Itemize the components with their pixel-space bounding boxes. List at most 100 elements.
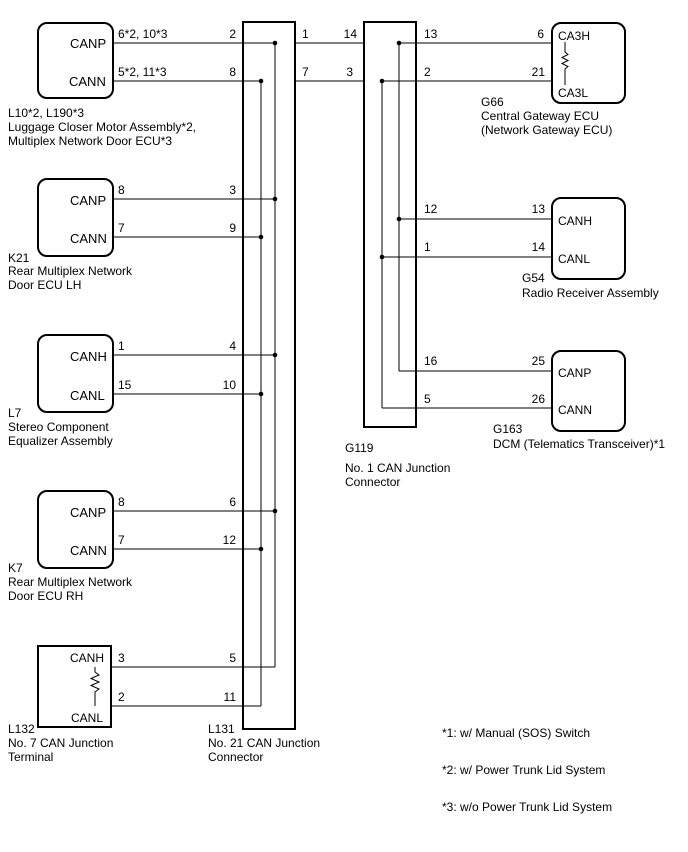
- l7-box: [37, 334, 114, 413]
- l7-pin-top-label: CANH: [70, 349, 107, 364]
- l10-pin-top-label: CANP: [70, 36, 106, 51]
- k7-wire-bottom-pin: 7: [118, 533, 125, 547]
- g119-pin: 1: [424, 240, 431, 254]
- splice-dot: [272, 196, 278, 202]
- k7-pin-bottom-label: CANN: [70, 543, 107, 558]
- splice-dot: [379, 78, 385, 84]
- l132-pin-top-label: CANH: [70, 651, 104, 665]
- footnote: *3: w/o Power Trunk Lid System: [442, 800, 612, 814]
- l7-pin-bottom-label: CANL: [70, 388, 105, 403]
- l131-name-line2: Connector: [208, 750, 263, 764]
- l10-wire-top-pin: 6*2, 10*3: [118, 27, 168, 41]
- k21-wire-bottom-pin: 7: [118, 221, 125, 235]
- l10-wire-bottom-pin: 5*2, 11*3: [118, 65, 167, 79]
- g66-wire-top-pin: 6: [537, 27, 544, 41]
- footnote: *1: w/ Manual (SOS) Switch: [442, 726, 590, 740]
- l131-pin: 8: [229, 65, 236, 79]
- l7-wire-bottom-pin: 15: [118, 378, 132, 392]
- g163-pin-top-label: CANP: [558, 366, 591, 380]
- g66-name-line1: Central Gateway ECU: [481, 109, 599, 123]
- l131-pin: 10: [223, 378, 237, 392]
- k7-wire-top-pin: 8: [118, 495, 125, 509]
- l132-pin-bottom-label: CANL: [71, 711, 103, 725]
- l131-pin: 4: [229, 339, 236, 353]
- g54-pin-bottom-label: CANL: [558, 252, 590, 266]
- l10-name-line2: Multiplex Network Door ECU*3: [8, 134, 172, 148]
- g163-pin-bottom-label: CANN: [558, 403, 592, 417]
- l10-name-line1: Luggage Closer Motor Assembly*2,: [8, 120, 196, 134]
- g163-wire-bottom-pin: 26: [532, 392, 546, 406]
- splice-dot: [258, 78, 264, 84]
- k21-box: [37, 178, 114, 257]
- splice-dot: [396, 40, 402, 46]
- l131-pin: 2: [229, 27, 236, 41]
- splice-dot: [258, 391, 264, 397]
- k21-name-line1: Rear Multiplex Network: [8, 264, 133, 278]
- l131-pin: 11: [224, 690, 237, 704]
- g54-pin-top-label: CANH: [558, 214, 592, 228]
- g119-pin: 12: [424, 202, 438, 216]
- splice-dot: [396, 216, 402, 222]
- splice-dot: [258, 234, 264, 240]
- k7-name-line2: Door ECU RH: [8, 589, 83, 603]
- g54-wire-top-pin: 13: [532, 202, 546, 216]
- l10-code: L10*2, L190*3: [8, 106, 84, 120]
- l132-code: L132: [8, 722, 35, 736]
- k21-wire-top-pin: 8: [118, 183, 125, 197]
- g119-pin: 2: [424, 65, 431, 79]
- g163-box: [551, 350, 626, 432]
- g163-code: G163: [493, 422, 523, 436]
- k21-pin-bottom-label: CANN: [70, 231, 107, 246]
- l132-resistor-icon: [89, 667, 101, 706]
- l131-connector-bar: [242, 21, 296, 730]
- k21-code: K21: [8, 251, 30, 265]
- g119-pin: 3: [346, 65, 353, 79]
- footnote: *2: w/ Power Trunk Lid System: [442, 763, 605, 777]
- g119-pin: 16: [424, 354, 438, 368]
- g66-code: G66: [481, 95, 504, 109]
- g66-box: [551, 22, 626, 104]
- g54-code: G54: [522, 271, 545, 285]
- l132-box: [37, 645, 112, 728]
- l131-pin: 12: [223, 533, 237, 547]
- l7-name-line1: Stereo Component: [8, 420, 109, 434]
- g163-wire-top-pin: 25: [532, 354, 546, 368]
- k21-pin-top-label: CANP: [70, 193, 106, 208]
- g119-code: G119: [345, 441, 374, 455]
- g54-box: [551, 197, 626, 280]
- l131-pin: 9: [229, 221, 236, 235]
- l131-pin: 7: [302, 65, 309, 79]
- g119-connector-bar: [363, 21, 417, 428]
- g54-wire-bottom-pin: 14: [532, 240, 546, 254]
- l132-wire-top-pin: 3: [118, 651, 125, 665]
- k7-pin-top-label: CANP: [70, 505, 106, 520]
- l131-pin: 3: [229, 183, 236, 197]
- l7-name-line2: Equalizer Assembly: [8, 434, 113, 448]
- splice-dot: [272, 508, 278, 514]
- g119-name-line2: Connector: [345, 475, 400, 489]
- g66-pin-bottom-label: CA3L: [558, 86, 588, 100]
- l7-code: L7: [8, 406, 22, 420]
- g66-wire-bottom-pin: 21: [532, 65, 546, 79]
- g66-name-line2: (Network Gateway ECU): [481, 123, 612, 137]
- splice-dot: [272, 40, 278, 46]
- k7-code: K7: [8, 561, 23, 575]
- splice-dot: [379, 254, 385, 260]
- splice-dot: [272, 352, 278, 358]
- l132-name-line2: Terminal: [8, 750, 53, 764]
- g163-name-line1: DCM (Telematics Transceiver)*1: [493, 437, 665, 451]
- k7-box: [37, 490, 114, 569]
- g119-pin: 13: [424, 27, 438, 41]
- l131-pin: 1: [302, 27, 309, 41]
- splice-dot: [258, 546, 264, 552]
- l132-wire-bottom-pin: 2: [118, 690, 125, 704]
- g119-name-line1: No. 1 CAN Junction: [345, 461, 450, 475]
- l10-box: [37, 22, 114, 99]
- g119-pin: 5: [424, 392, 431, 406]
- l10-pin-bottom-label: CANN: [69, 74, 106, 89]
- l131-pin: 6: [229, 495, 236, 509]
- l131-code: L131: [208, 722, 235, 736]
- l131-pin: 5: [229, 651, 236, 665]
- l132-name-line1: No. 7 CAN Junction: [8, 736, 113, 750]
